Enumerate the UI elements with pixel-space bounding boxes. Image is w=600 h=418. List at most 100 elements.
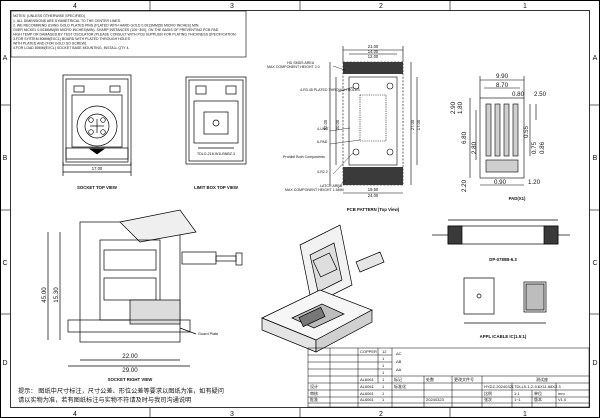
notes-line-2: 2. WE RECOMMEND USING GOLD PLATED PINS (… (13, 24, 199, 28)
top-zone-4: 4 (73, 3, 77, 10)
tb-mat-6: AL6061 (360, 391, 375, 396)
pad-dim-870: 8.70 (496, 82, 509, 89)
tb-label-sheet: 张次 (484, 396, 492, 402)
tb-mat-7: AL6061 (360, 397, 375, 402)
bottom-zone-1: 1 (523, 411, 527, 418)
pcb-note-r: 4-R2.2 (317, 170, 328, 174)
pcb-note-top-2: MAX COMPONENT HEIGHT 2.0 (267, 65, 320, 69)
pcb-note-plated: 4-R3.45 PLATED THROUGH HOLES (300, 88, 360, 92)
bottom-zone-3: 3 (230, 411, 234, 418)
right-zone-b: B (593, 155, 598, 162)
tb-qty-3: 1 (382, 370, 385, 375)
tb-rev-a: ΔA (396, 367, 402, 372)
socket-top-width: 17.00 (92, 166, 103, 171)
socket-top-view (62, 74, 132, 176)
pcb-note-prohibit: Prohibit Both Components (283, 155, 325, 159)
applicable-ic-view (463, 277, 547, 324)
tb-label-design: 设计 (310, 383, 318, 389)
tb-qty-5: 1 (382, 384, 385, 389)
footnote-line-1: 提示： 图纸中尺寸标注，尺寸公差、形位公差等要求以图纸为准，如有疑问 (18, 387, 224, 395)
pcb-note-top: HD SMDS AREA (287, 61, 315, 65)
title-block (307, 347, 590, 408)
pad-dim-086: 0.86 (539, 141, 546, 154)
pcb-left-dim-1: 32.00 (323, 119, 328, 130)
tb-drawing-no: HYDZ-20240321TDLL9-1-2-9.6X11.68X2.3 (484, 384, 561, 389)
pcb-left-dim-2: 20.00 (335, 119, 340, 130)
tb-rev-b: ΔB (396, 359, 402, 364)
tb-unit: mm (558, 391, 565, 396)
notes-line-4: HIGH TEMP OR DAMAGED BY TEST OSCILATOR (… (13, 33, 236, 37)
pcb-note-unit: 4-UNIT (317, 127, 329, 131)
isometric-view (261, 224, 385, 353)
bottom-zone-4: 4 (73, 411, 77, 418)
top-zone-1: 1 (523, 3, 527, 10)
pad-dim-280: 2.80 (471, 141, 478, 154)
tb-scale: 1:1 (514, 391, 520, 396)
right-view-dim-2900: 29.00 (122, 367, 138, 374)
notes-line-7: 4.FOR LOAD 80MM(EXCL) SOCKET BASE MOUNTI… (13, 46, 129, 50)
tb-qty-2: 1 (382, 363, 385, 368)
pcb-right-dim-2: 17.00 (416, 119, 421, 130)
pcb-top-dim-1: 21.00 (368, 44, 379, 49)
tb-sheet: 1~1 (514, 397, 522, 402)
pcb-bottom-dim-1: 19.50 (368, 187, 379, 192)
socket-top-caption: SOCKET TOP VIEW (77, 185, 118, 190)
pad-dim-250: 2.50 (534, 91, 547, 98)
pcb-note-latch-2: MAX COMPONENT HEIGHT 1.5MM (285, 188, 344, 192)
pad-dim-220: 2.20 (461, 179, 468, 192)
inner-border (10, 10, 590, 408)
pad-dim-090: 0.90 (494, 179, 507, 186)
dp-pin-view (432, 219, 570, 245)
tb-rev-c: ΔC (396, 351, 402, 356)
pad-dim-075: 0.75 (531, 141, 538, 154)
left-zone-d: D (2, 360, 7, 367)
notes-block: NOTES: (UNLESS OTHERWISE SPECIFIED) 1. A… (10, 10, 247, 58)
pcb-top-dim-3: 12.00 (368, 54, 379, 59)
tb-qty-0: 12 (382, 349, 387, 354)
tb-label-scale: 比例 (484, 390, 492, 396)
applicable-ic-caption: APPL ICABLE IC(1.5:1) (480, 334, 527, 339)
right-zone-d: D (592, 360, 597, 367)
guard-plate-label: Guard Plate (198, 332, 218, 336)
pcb-right-dim-1: 27.00 (410, 119, 415, 130)
tb-label-approve: 批准 (310, 396, 318, 402)
pad-dim-055: 0.55 (523, 125, 530, 138)
right-view-dim-1530: 15.30 (53, 287, 60, 303)
tb-label-mark: 标记 (394, 376, 402, 382)
pcb-note-pad: 6-PAD (317, 140, 328, 144)
pcb-bottom-dim-2: 24.00 (368, 193, 379, 198)
notes-line-1: 1. ALL DIMENSIONS ARE SYMMETRICAL TO THE… (13, 19, 121, 23)
notes-line-3: OVER NICKEL 0.0038MM(50 MICRO INCHES)MIN… (13, 28, 219, 32)
left-zone-b: B (3, 155, 8, 162)
notes-title: NOTES: (UNLESS OTHERWISE SPECIFIED) (13, 14, 85, 18)
tb-mat-0: COPPER (360, 349, 377, 354)
right-view-dim-2200: 22.00 (122, 353, 138, 360)
tb-qty-6: 1 (382, 391, 385, 396)
pad-caption: PAD(X1) (509, 196, 526, 201)
pcb-note-latch: LATCH AREA (320, 184, 343, 188)
bottom-zone-2: 2 (379, 411, 383, 418)
pcb-caption: PCB PATTERN (Top View) (347, 207, 400, 212)
notes-line-5: 3.FOR SYSTEM 80MM(EXCL) BOARD WITH PLATE… (13, 37, 131, 41)
pcb-top-dim-2: 14.00 (368, 49, 379, 54)
pad-detail-view (469, 76, 537, 186)
limit-box-caption: LIMIT BOX TOP VIEW (194, 185, 239, 190)
limit-box-view (185, 76, 247, 165)
left-zone-c: C (2, 260, 7, 267)
top-zone-3: 3 (230, 3, 234, 10)
pad-dim-120: 1.20 (528, 179, 541, 186)
pad-dim-680: 6.80 (461, 131, 468, 144)
tb-version: V1.0 (558, 397, 567, 402)
pad-dim-180: 1.80 (457, 101, 464, 114)
tb-qty-1: 1 (382, 356, 385, 361)
tb-mat-4: AL6061 (360, 377, 375, 382)
tb-label-change: 更改文件号 (454, 376, 474, 382)
pad-dim-080: 0.80 (512, 91, 525, 98)
right-view-dim-4500: 45.00 (41, 287, 48, 303)
tb-qty-4: 1 (382, 377, 385, 382)
tb-mat-5: AL6061 (360, 384, 375, 389)
dp-caption: DP-0780B-6.3 (489, 257, 517, 262)
